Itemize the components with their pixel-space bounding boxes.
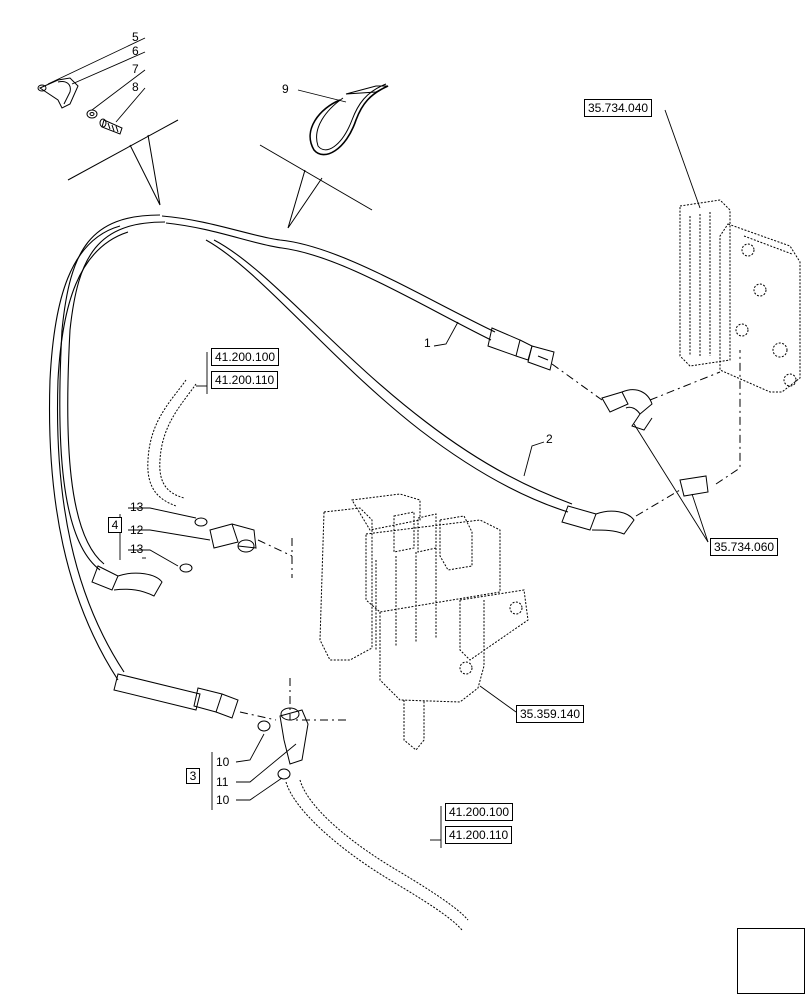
control-valve [319,493,529,751]
group-4-box[interactable]: 4 [108,517,122,533]
hoses [49,214,573,681]
fitting-group-4 [179,517,257,573]
callout-7: 7 [132,62,139,76]
callout-12: 12 [130,523,144,537]
callout-9: 9 [282,82,289,96]
leader-lines [47,37,709,848]
callout-1: 1 [424,336,431,350]
fitting-group-3 [257,707,309,780]
clamp-parts [37,77,123,135]
callout-8: 8 [132,80,139,94]
callout-13-upper: 13 [130,500,144,514]
ref-35-359-140[interactable]: 35.359.140 [516,705,585,723]
explosion-guides [67,119,373,229]
connection-lines [239,350,741,721]
callout-11: 11 [216,775,229,789]
callout-5: 5 [132,30,139,44]
callout-10-lower: 10 [216,793,230,807]
ref-41-200-100-top[interactable]: 41.200.100 [211,348,280,366]
group-3-box[interactable]: 3 [186,768,200,784]
ref-41-200-100-bottom[interactable]: 41.200.100 [445,803,514,821]
callout-10-upper: 10 [216,755,230,769]
callout-2: 2 [546,432,553,446]
external-hoses [147,379,469,931]
ref-41-200-110-bottom[interactable]: 41.200.110 [445,826,513,844]
elbow-fittings [601,389,709,497]
ref-35-734-060[interactable]: 35.734.060 [710,538,779,556]
ref-41-200-110-top[interactable]: 41.200.110 [211,371,279,389]
next-page-button[interactable] [737,928,805,994]
ref-35-734-040[interactable]: 35.734.040 [584,99,653,117]
callout-6: 6 [132,44,139,58]
callout-13-lower: 13 [130,542,144,556]
manifold-block [679,199,801,393]
cable-tie [309,83,389,156]
hose-fittings [91,327,635,719]
